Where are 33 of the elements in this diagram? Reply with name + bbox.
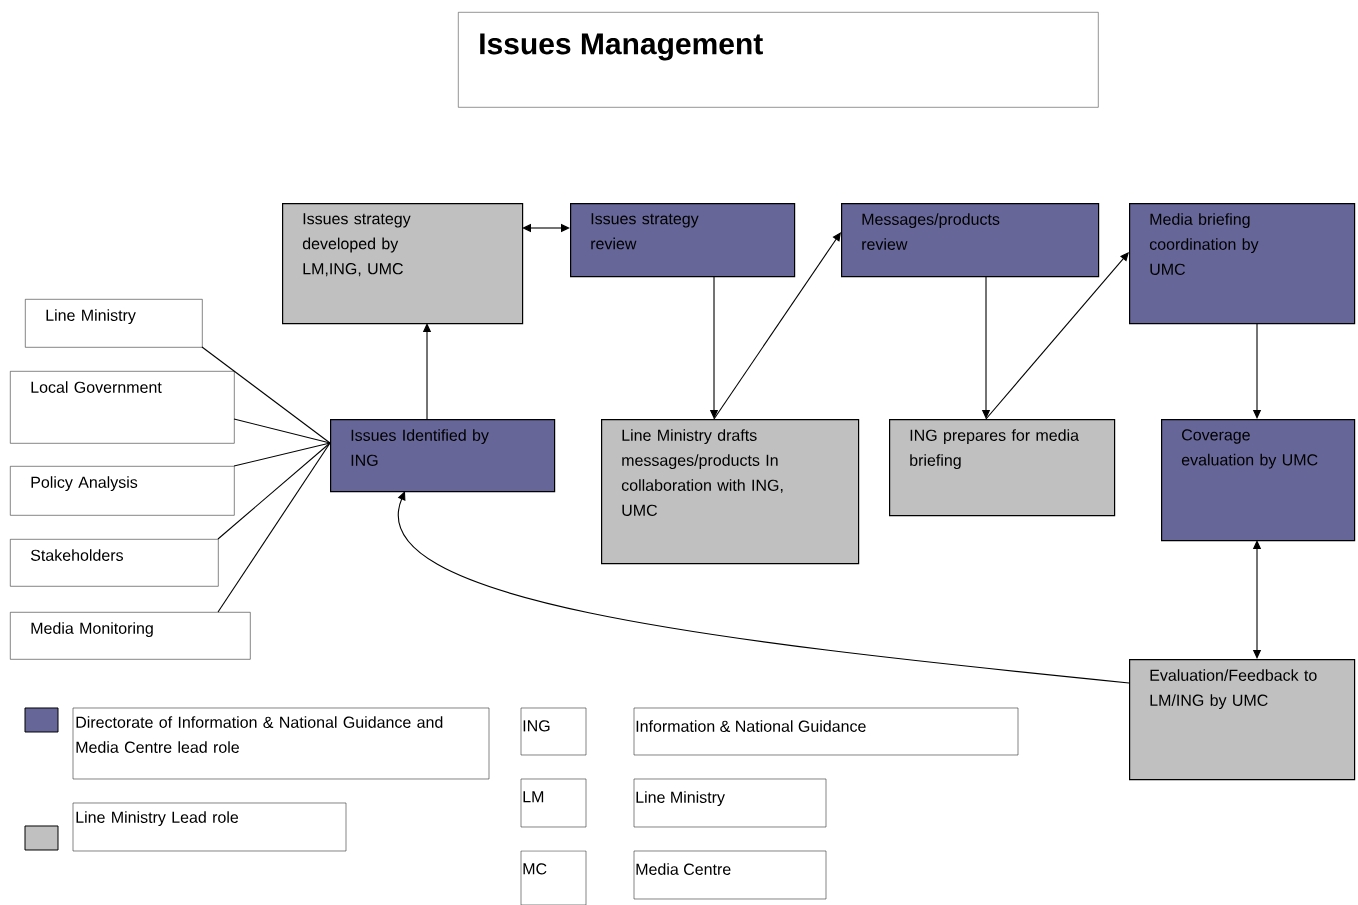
process-box: Issues Identified by ING [330, 419, 556, 493]
source-box: Local Government [10, 371, 235, 444]
process-box: Messages/products review [841, 203, 1100, 278]
source-box: Policy Analysis [10, 466, 235, 516]
arrow [397, 491, 1130, 684]
definition-cell: Media Centre [633, 850, 827, 900]
process-box: Evaluation/Feedback to LM/ING by UMC [1129, 659, 1356, 781]
abbreviation-cell: ING [520, 707, 587, 756]
legend-label: Directorate of Information & National Guidance and Media Centre lead role [72, 707, 490, 780]
process-box: ING prepares for media briefing [889, 419, 1116, 517]
process-box: Line Ministry drafts messages/products In collaboration with ING, UMC [601, 419, 860, 565]
definition-cell: Information & National Guidance [633, 707, 1019, 756]
connector-line [217, 442, 331, 540]
source-box: Line Ministry [25, 299, 203, 348]
process-box: Issues strategy developed by LM,ING, UMC [282, 203, 524, 325]
process-box: Coverage evaluation by UMC [1161, 419, 1356, 542]
source-box: Media Monitoring [10, 612, 251, 660]
process-box: Media briefing coordination by UMC [1129, 203, 1356, 325]
source-box: Stakeholders [10, 539, 219, 587]
arrow [522, 223, 570, 233]
connector-line [217, 442, 331, 613]
abbreviation-cell: LM [520, 778, 587, 828]
connector-line [201, 346, 331, 444]
title-box: Issues Management [458, 12, 1099, 108]
process-box: Issues strategy review [570, 203, 796, 278]
definition-cell: Line Ministry [633, 778, 827, 828]
abbreviation-cell: MC [520, 850, 587, 905]
arrow [985, 252, 1129, 420]
arrow [1252, 540, 1262, 659]
connector-line [233, 418, 331, 444]
connector-line [233, 442, 331, 467]
arrow [713, 232, 841, 420]
legend-label: Line Ministry Lead role [72, 802, 347, 852]
